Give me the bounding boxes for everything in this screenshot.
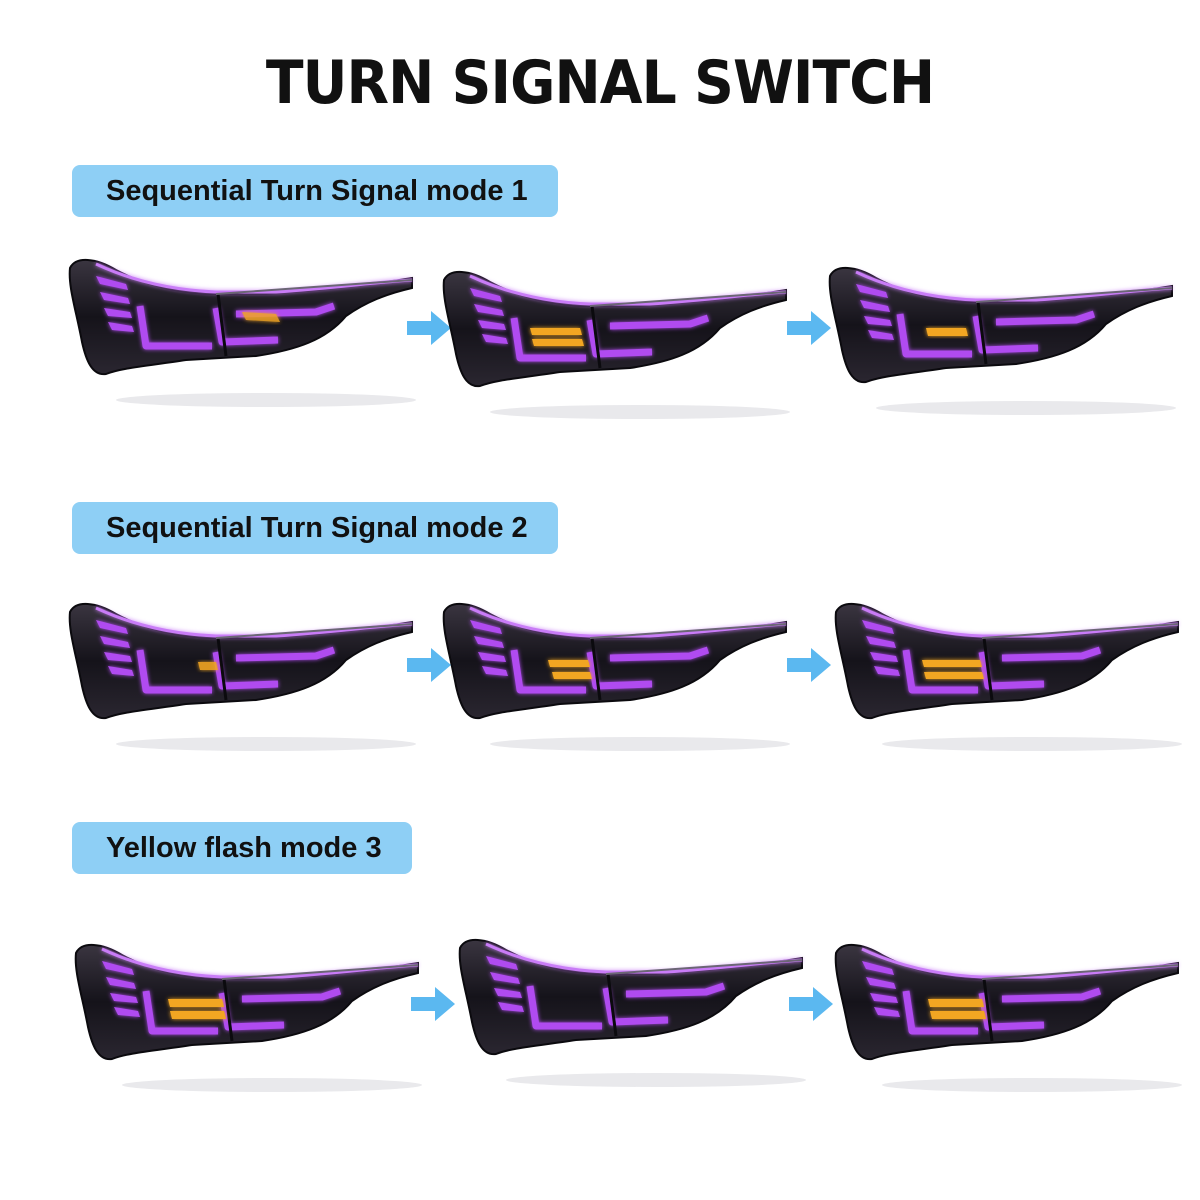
tail-light-image [826, 258, 1176, 418]
tail-light-image [456, 930, 806, 1090]
tail-light-image [832, 594, 1182, 754]
arrow-right-icon [411, 987, 455, 1021]
mode-1-label: Sequential Turn Signal mode 1 [72, 165, 558, 217]
mode-2-label: Sequential Turn Signal mode 2 [72, 502, 558, 554]
mode-3-label: Yellow flash mode 3 [72, 822, 412, 874]
tail-light-image [440, 594, 790, 754]
tail-light-image [832, 935, 1182, 1095]
arrow-right-icon [789, 987, 833, 1021]
tail-light-image [66, 250, 416, 410]
page-title: TURN SIGNAL SWITCH [265, 48, 935, 118]
tail-light-image [72, 935, 422, 1095]
tail-light-image [66, 594, 416, 754]
tail-light-image [440, 262, 790, 422]
arrow-right-icon [787, 648, 831, 682]
arrow-right-icon [787, 311, 831, 345]
signal-led-icon [242, 312, 280, 322]
